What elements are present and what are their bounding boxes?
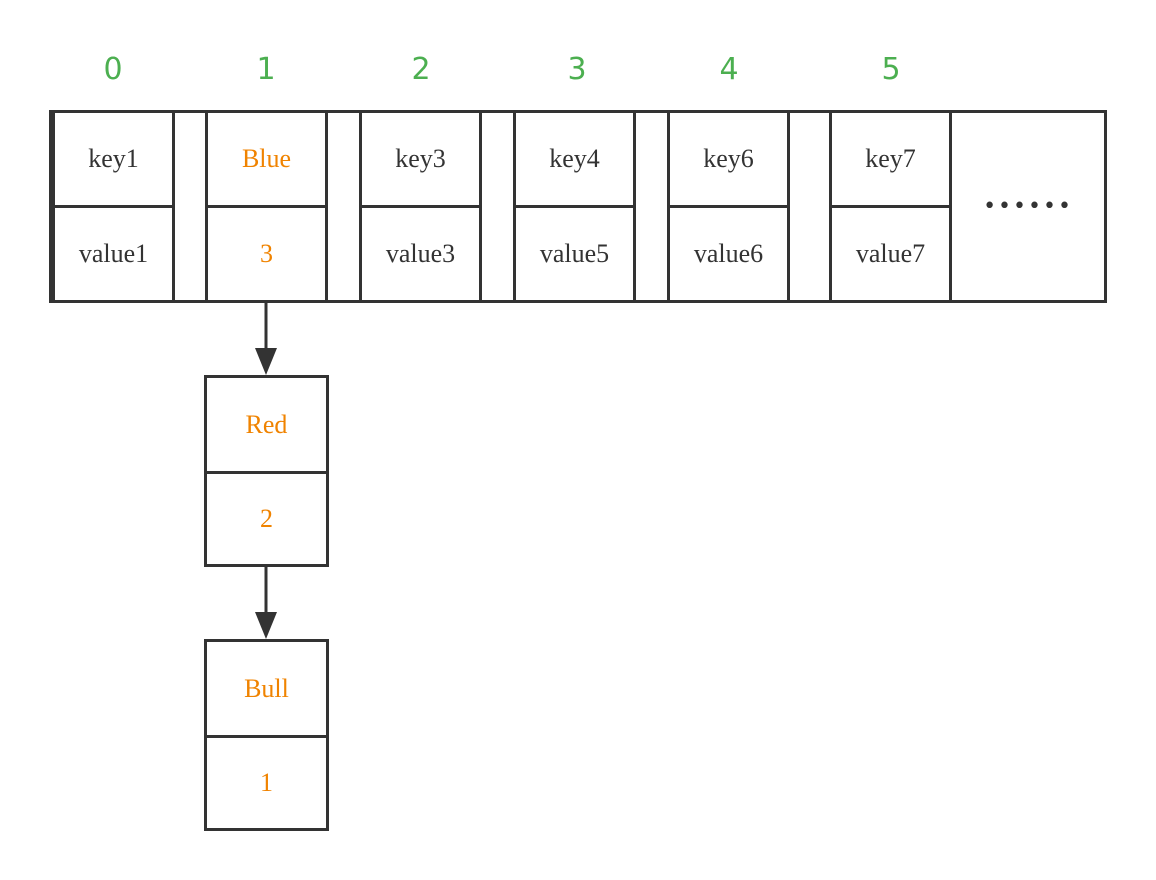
bucket-key: key1 (55, 113, 172, 208)
chain-node-value: 1 (260, 768, 273, 797)
bucket-value: 3 (260, 239, 273, 268)
chain-node-1: Bull 1 (204, 639, 329, 831)
bucket-key: key7 (832, 113, 949, 208)
bucket-key: key3 (362, 113, 479, 208)
chain-node-value: 2 (260, 504, 273, 533)
chain-arrow-head-1 (255, 612, 277, 639)
bucket-index-1: 1 (256, 52, 276, 87)
chain-node-0: Red 2 (204, 375, 329, 567)
bucket-index-2: 2 (411, 52, 431, 87)
bucket-index-0: 0 (103, 52, 123, 87)
chain-node-key: Bull (207, 642, 326, 738)
bucket-value: value7 (855, 239, 926, 268)
bucket-value: value6 (693, 239, 764, 268)
chain-arrow-head-0 (255, 348, 277, 375)
bucket-value: value3 (385, 239, 456, 268)
bucket-index-3: 3 (567, 52, 587, 87)
bucket-key: key6 (670, 113, 787, 208)
bucket-key: Blue (208, 113, 325, 208)
bucket-index-4: 4 (719, 52, 739, 87)
bucket-4: key6 value6 (667, 113, 790, 300)
bucket-1: Blue 3 (205, 113, 328, 300)
bucket-5: key7 value7 (829, 113, 952, 300)
bucket-0: key1 value1 (52, 113, 175, 300)
bucket-key: key4 (516, 113, 633, 208)
bucket-value: value5 (539, 239, 610, 268)
chain-node-key: Red (207, 378, 326, 474)
bucket-2: key3 value3 (359, 113, 482, 300)
bucket-value: value1 (78, 239, 149, 268)
bucket-3: key4 value5 (513, 113, 636, 300)
ellipsis-more-buckets: •••••• (983, 194, 1073, 219)
bucket-index-5: 5 (881, 52, 901, 87)
